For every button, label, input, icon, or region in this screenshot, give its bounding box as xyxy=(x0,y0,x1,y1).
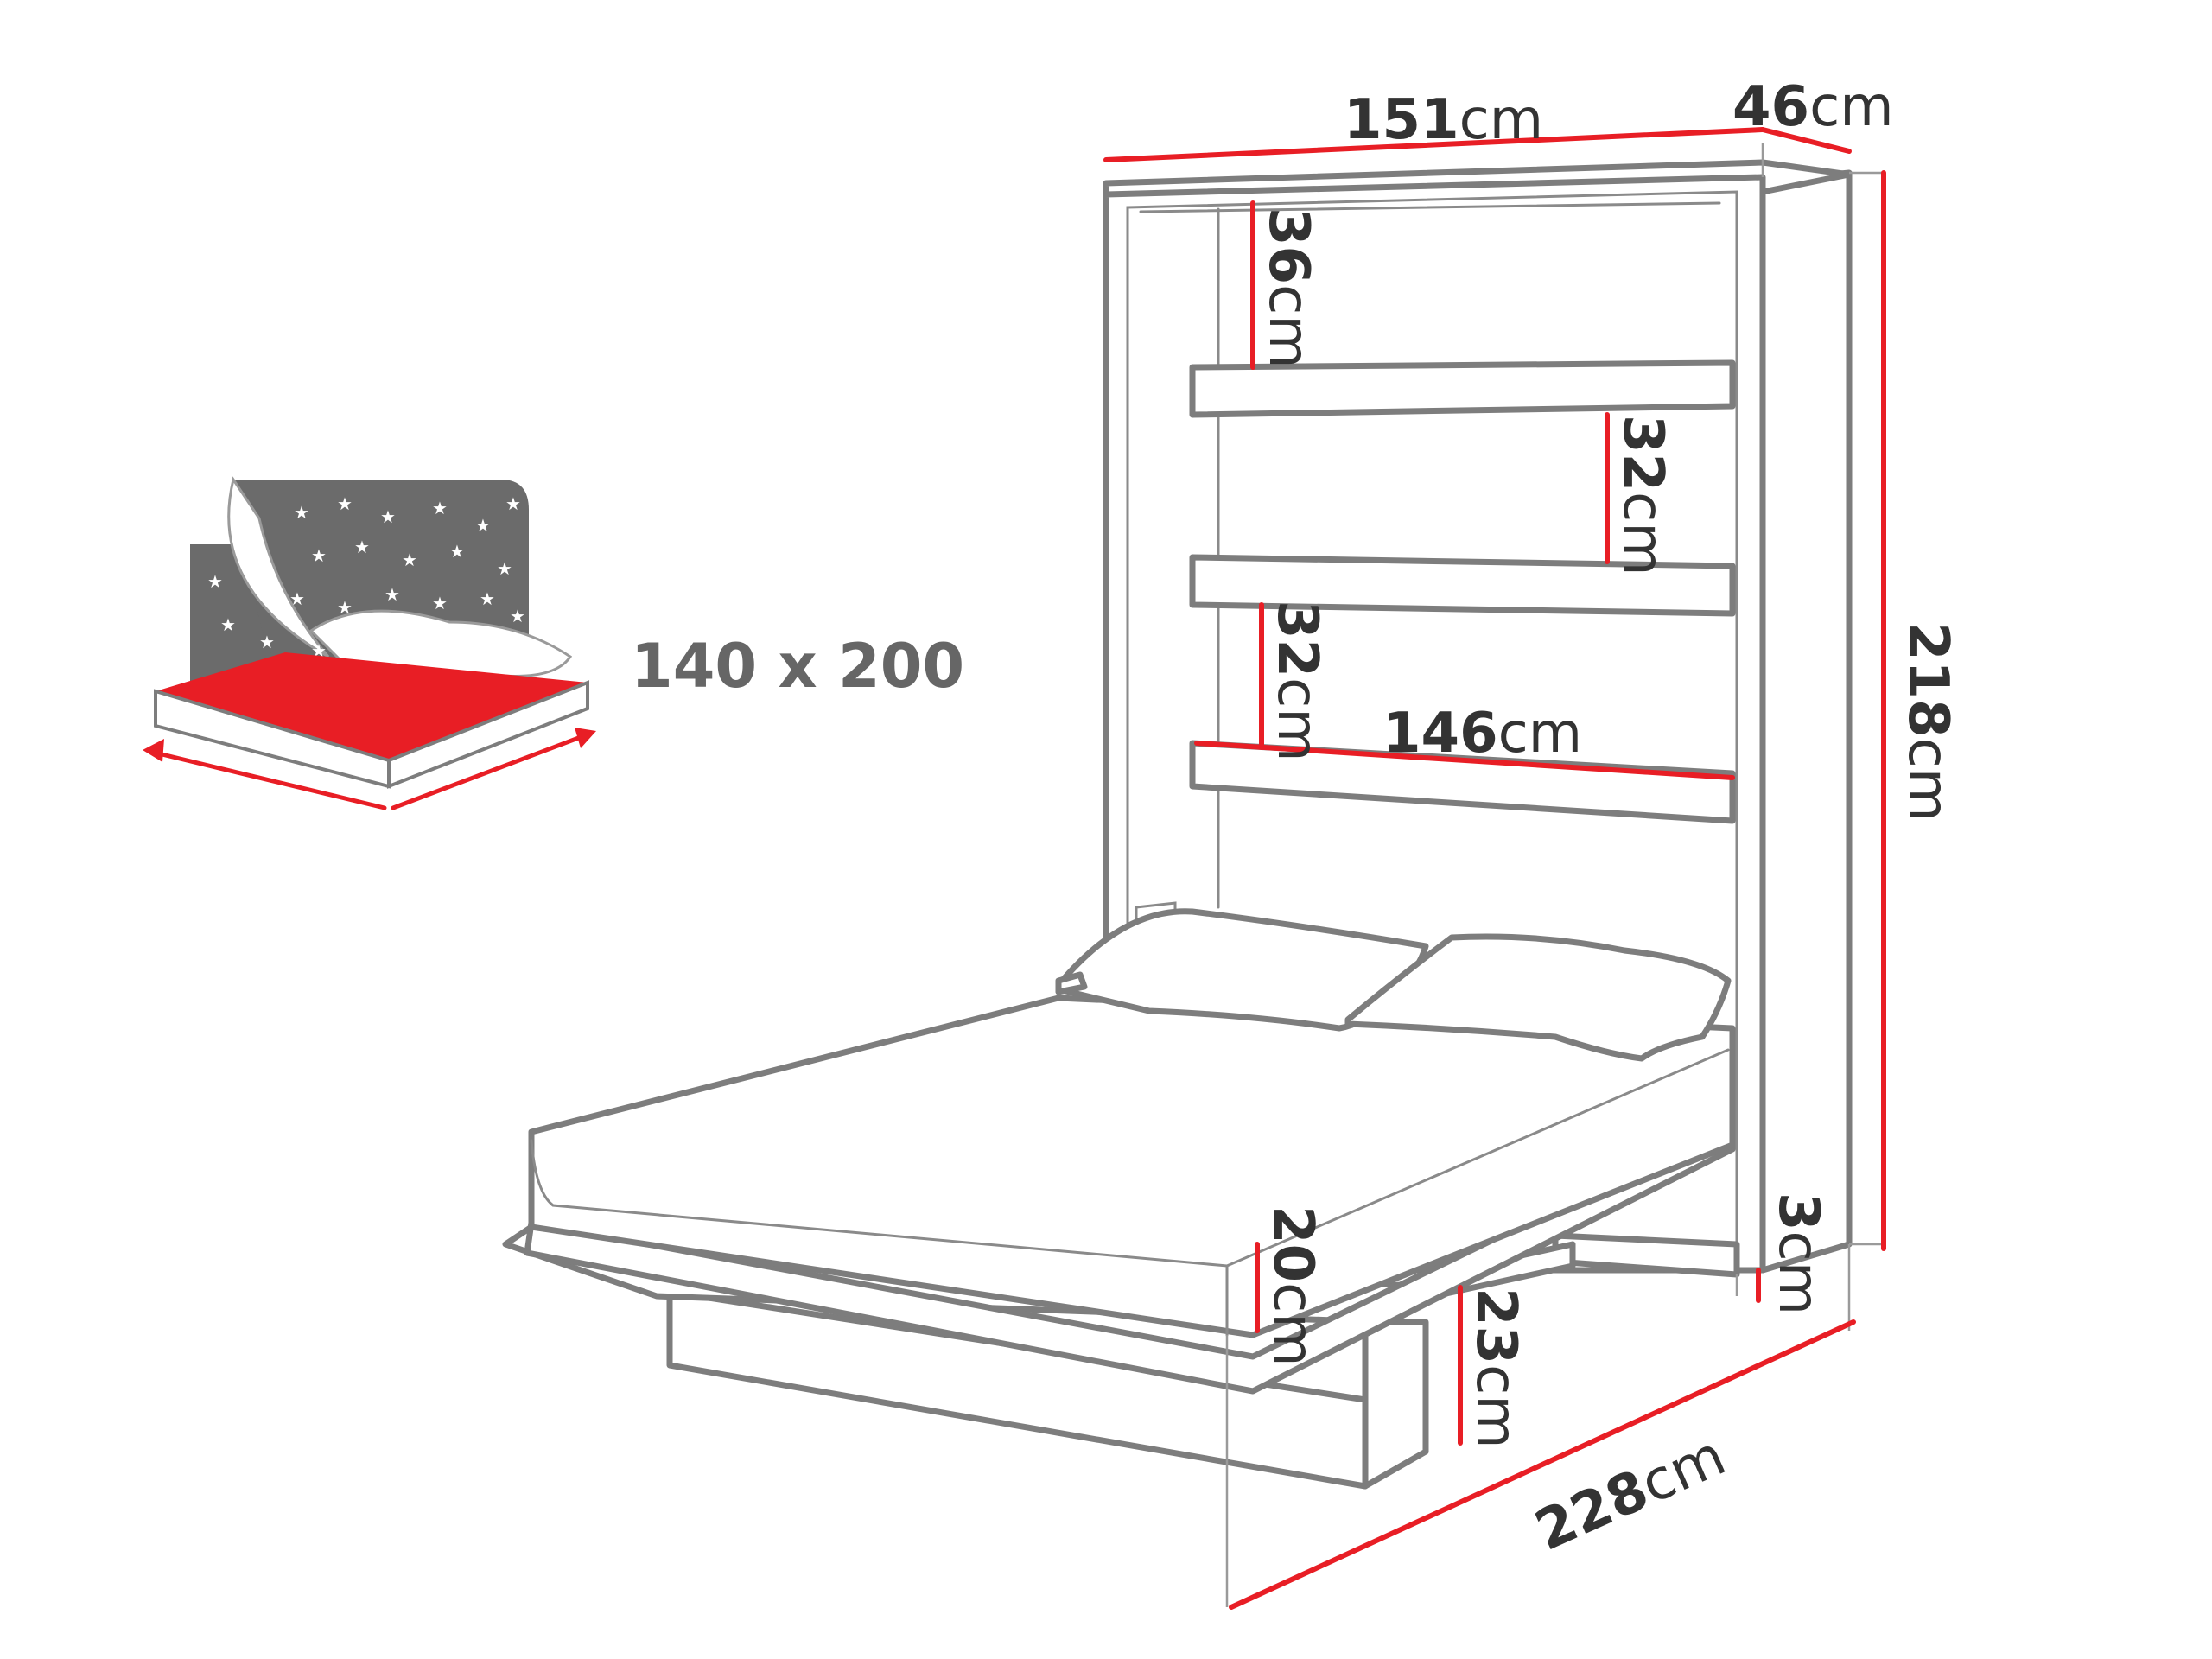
svg-text:★: ★ xyxy=(207,571,223,592)
shelf-width-value: 146 xyxy=(1382,702,1498,766)
svg-text:★: ★ xyxy=(510,606,525,626)
mattress-width-arrow xyxy=(149,749,387,810)
pillow-tip xyxy=(1055,971,1088,995)
svg-text:★: ★ xyxy=(337,493,353,514)
label-shelf-gap-right: 32cm xyxy=(1611,415,1675,576)
floor-gap-value: 3 xyxy=(1766,1192,1830,1231)
shelf-gap-left-value: 32 xyxy=(1265,601,1329,677)
svg-text:★: ★ xyxy=(449,541,465,562)
leg-height-unit: cm xyxy=(1464,1364,1528,1449)
label-top-gap: 36cm xyxy=(1256,207,1320,369)
label-height: 218cm xyxy=(1896,622,1960,822)
dimension-labels: 151cm 46cm 218cm 36cm 32cm 32cm 146cm 20… xyxy=(1256,75,1960,1564)
svg-text:★: ★ xyxy=(311,545,327,566)
label-mattress-height: 20cm xyxy=(1261,1205,1325,1367)
dimension-lines xyxy=(1103,127,1886,1610)
height-value: 218 xyxy=(1896,622,1960,738)
svg-text:★: ★ xyxy=(385,584,400,605)
dim-line-open-length xyxy=(1229,1319,1856,1610)
width-value: 151 xyxy=(1344,88,1459,152)
curled-sheet xyxy=(227,476,330,658)
mattress-body xyxy=(528,995,1736,1338)
depth-value: 46 xyxy=(1732,75,1809,139)
sky-left-panel xyxy=(190,544,285,691)
leg-height-value: 23 xyxy=(1464,1287,1528,1364)
svg-text:★: ★ xyxy=(497,558,512,579)
shelf-gap-right-value: 32 xyxy=(1611,415,1675,492)
top-gap-unit: cm xyxy=(1256,284,1320,369)
depth-unit: cm xyxy=(1809,75,1894,139)
label-floor-gap: 3cm xyxy=(1766,1192,1830,1315)
bed-foot-leg xyxy=(1362,1319,1429,1490)
shelf-top xyxy=(1189,359,1736,418)
mattress-height-value: 20 xyxy=(1261,1205,1325,1282)
label-width: 151cm xyxy=(1344,88,1543,152)
label-shelf-width: 146cm xyxy=(1382,702,1582,766)
shelf-gap-right-unit: cm xyxy=(1611,492,1675,576)
label-open-length: 228cm xyxy=(1526,1424,1734,1564)
dim-line-shelf-width xyxy=(1194,741,1735,780)
shelf-gap-left-unit: cm xyxy=(1265,677,1329,762)
width-unit: cm xyxy=(1459,88,1544,152)
mattress-length-arrow xyxy=(391,732,590,810)
extension-lines xyxy=(1225,143,1884,1607)
mattress-size-icon: ★★★ ★★★ ★★★ ★★★ ★★★ ★★★ ★★★ ★★★ 140 x 20… xyxy=(143,476,964,810)
svg-text:★: ★ xyxy=(380,506,396,527)
bed xyxy=(502,908,1740,1490)
svg-text:★: ★ xyxy=(294,502,309,523)
shelf-width-unit: cm xyxy=(1498,702,1583,766)
mattress-height-unit: cm xyxy=(1261,1282,1325,1367)
svg-text:★: ★ xyxy=(432,498,448,518)
cabinet-inner-back-line xyxy=(1139,201,1721,213)
mattress-top-edge xyxy=(530,1048,1730,1268)
pillow-right xyxy=(1344,933,1732,1062)
svg-text:★: ★ xyxy=(432,593,448,613)
svg-text:★: ★ xyxy=(402,550,417,570)
arrow-head-left xyxy=(143,739,164,762)
svg-text:★: ★ xyxy=(475,515,491,536)
label-leg-height: 23cm xyxy=(1464,1287,1528,1449)
mattress-front xyxy=(387,680,589,789)
arrow-head-right xyxy=(575,728,596,748)
svg-text:★: ★ xyxy=(505,493,521,514)
svg-text:★: ★ xyxy=(354,537,370,557)
label-shelf-gap-left: 32cm xyxy=(1265,601,1329,762)
red-mattress-top xyxy=(156,652,588,760)
svg-text:★: ★ xyxy=(259,632,275,652)
mattress-size-label: 140 x 200 xyxy=(631,631,964,702)
shelf-middle xyxy=(1189,554,1736,617)
label-depth: 46cm xyxy=(1732,75,1894,139)
svg-text:★: ★ xyxy=(480,588,495,609)
svg-text:★: ★ xyxy=(220,614,236,635)
dim-line-depth xyxy=(1760,127,1852,154)
svg-text:★: ★ xyxy=(337,597,353,618)
bed-frame-rim xyxy=(524,1120,1736,1395)
top-gap-value: 36 xyxy=(1256,207,1320,284)
height-unit: cm xyxy=(1896,738,1960,823)
dim-line-width xyxy=(1103,127,1765,162)
cabinet-side-panel xyxy=(1759,169,1853,1274)
svg-text:★: ★ xyxy=(289,588,305,609)
floor-gap-unit: cm xyxy=(1766,1231,1830,1316)
shelf-bottom xyxy=(1189,740,1736,824)
